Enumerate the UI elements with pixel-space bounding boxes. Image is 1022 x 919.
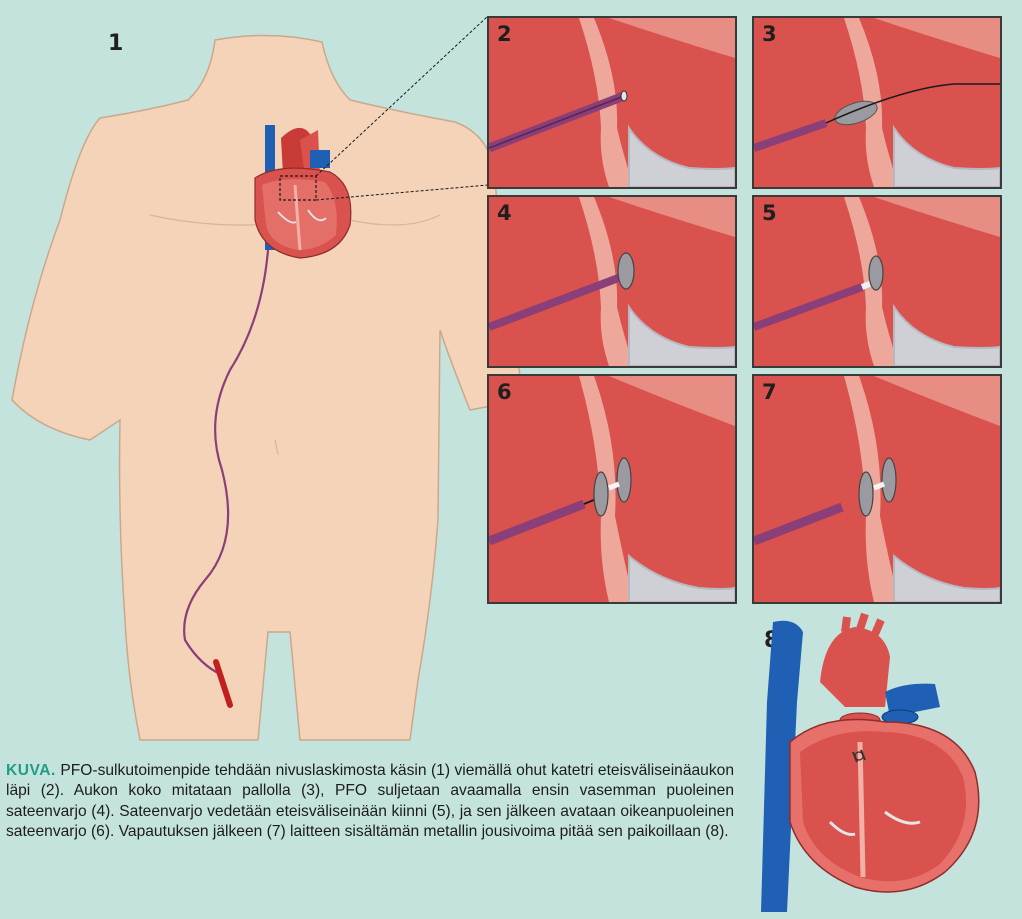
caption-lead: KUVA.: [6, 762, 56, 779]
panel-2: 2: [487, 16, 737, 189]
caption: KUVA. PFO-sulkutoimenpide tehdään nivusl…: [6, 761, 734, 843]
panel-4: 4: [487, 195, 737, 368]
label-6: 6: [497, 380, 512, 404]
panel-5: 5: [752, 195, 1002, 368]
heart-large: [735, 612, 1000, 912]
label-1: 1: [108, 31, 123, 56]
panel-6: 6: [487, 374, 737, 604]
label-2: 2: [497, 22, 512, 46]
label-3: 3: [762, 22, 777, 46]
panel-7: 7: [752, 374, 1002, 604]
label-4: 4: [497, 201, 512, 225]
caption-text: PFO-sulkutoimenpide tehdään nivuslaskimo…: [6, 762, 734, 840]
label-7: 7: [762, 380, 777, 404]
aorta: [820, 627, 890, 707]
label-5: 5: [762, 201, 777, 225]
panel-3: 3: [752, 16, 1002, 189]
